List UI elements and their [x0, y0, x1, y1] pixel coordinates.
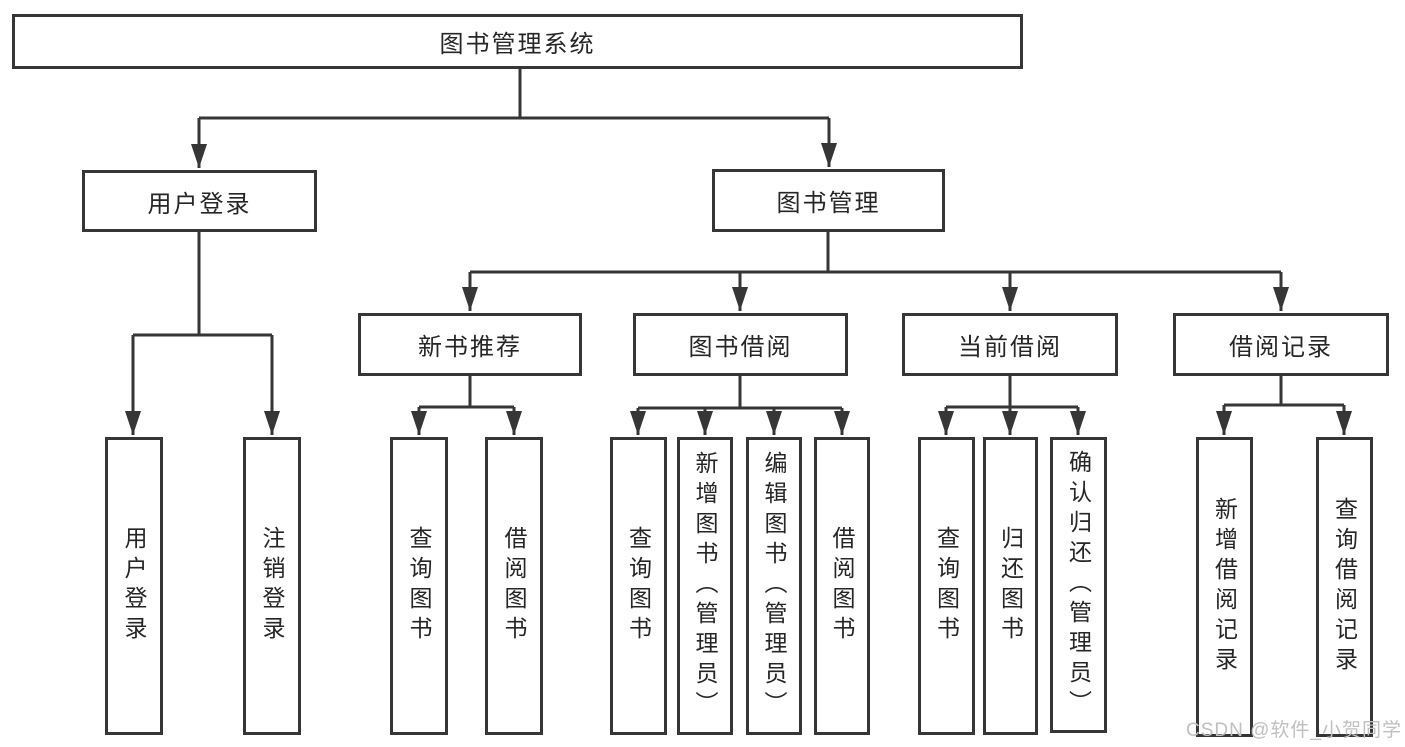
- leaf-label: 新增图书（管理员）: [692, 451, 718, 721]
- node-leaf-query-book: 查询图书: [918, 437, 975, 735]
- bus-root: [199, 68, 829, 120]
- node-leaf-add-book-admin: 新增图书（管理员）: [677, 437, 733, 735]
- leaf-label: 查询图书: [933, 526, 960, 646]
- leaf-label: 注销登录: [259, 526, 285, 646]
- leaf-label: 借阅图书: [829, 526, 855, 646]
- csdn-watermark: CSDN @软件_小贺同学: [1186, 720, 1402, 741]
- node-root-system: 图书管理系统: [12, 14, 1023, 69]
- node-current-borrow: 当前借阅: [902, 313, 1118, 376]
- leaf-label: 借阅图书: [501, 526, 527, 646]
- bus-current-borrow: [946, 376, 1078, 409]
- node-leaf-query-book: 查询图书: [390, 437, 448, 735]
- bus-book-borrow: [638, 376, 842, 410]
- node-borrow-record: 借阅记录: [1173, 313, 1389, 376]
- node-leaf-query-borrow-record: 查询借阅记录: [1316, 437, 1373, 737]
- leaf-label: 查询图书: [406, 526, 432, 646]
- node-leaf-borrow-book: 借阅图书: [814, 437, 870, 735]
- bus-borrow-record: [1224, 376, 1344, 407]
- node-leaf-user-login: 用户登录: [105, 437, 163, 735]
- node-new-book-recommend: 新书推荐: [358, 313, 582, 376]
- node-leaf-logout: 注销登录: [243, 437, 301, 735]
- leaf-label: 新增借阅记录: [1211, 497, 1238, 677]
- node-leaf-borrow-book: 借阅图书: [485, 437, 543, 735]
- node-leaf-return-book: 归还图书: [983, 437, 1038, 735]
- leaf-label: 确认归还（管理员）: [1065, 450, 1092, 720]
- leaf-label: 用户登录: [121, 526, 147, 646]
- bus-user-login: [133, 232, 272, 337]
- node-book-borrow: 图书借阅: [633, 313, 848, 376]
- node-leaf-query-book: 查询图书: [610, 437, 667, 735]
- node-leaf-edit-book-admin: 编辑图书（管理员）: [746, 437, 802, 735]
- node-leaf-confirm-return-admin: 确认归还（管理员）: [1050, 437, 1107, 733]
- node-book-management: 图书管理: [712, 169, 945, 232]
- node-leaf-add-borrow-record: 新增借阅记录: [1196, 437, 1253, 737]
- connector-buses: [133, 68, 1344, 410]
- node-user-login: 用户登录: [82, 170, 317, 232]
- leaf-label: 查询借阅记录: [1331, 497, 1358, 677]
- leaf-label: 归还图书: [997, 526, 1024, 646]
- leaf-label: 编辑图书（管理员）: [761, 451, 787, 721]
- connector-arrows: [125, 118, 1352, 435]
- bus-book-management: [470, 232, 1281, 274]
- leaf-label: 查询图书: [625, 526, 652, 646]
- bus-new-book-recommend: [419, 376, 514, 409]
